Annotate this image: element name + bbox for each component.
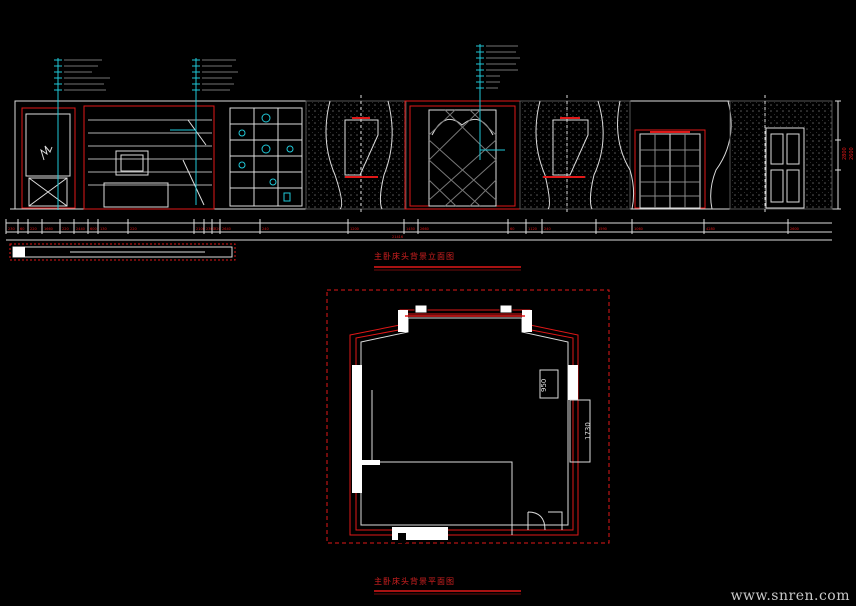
plan-outer-wall — [349, 309, 579, 536]
door-panels — [770, 133, 800, 203]
annotation-text-strokes — [64, 45, 520, 91]
plan-border — [326, 289, 610, 544]
height-dim-label-2: 2600 — [849, 147, 855, 160]
partition-diagonal-2 — [182, 159, 205, 206]
drape-left — [617, 100, 635, 210]
plan-column-right — [568, 365, 578, 400]
left-cabinet-cross — [28, 177, 68, 207]
dimension-label: 1590 — [598, 227, 607, 231]
headboard-frame — [404, 100, 521, 210]
total-dimension: 21416 — [392, 235, 403, 239]
dimension-label: 1120 — [528, 227, 537, 231]
dimension-label: 220 — [62, 227, 69, 231]
elevation-title: 主卧床头背景立面图 — [374, 252, 455, 261]
plan-strip — [9, 243, 236, 261]
french-window-panes — [640, 134, 700, 208]
plan-inner-wall — [360, 317, 569, 526]
tv-cabinet — [103, 182, 169, 208]
dimension-label: 2440 — [76, 227, 85, 231]
dimension-label: 220 — [30, 227, 37, 231]
dimension-label: 1060 — [634, 227, 643, 231]
headboard-lattice-pattern — [428, 109, 497, 207]
plan-dim-1730: 1730 — [584, 422, 592, 440]
headboard-inner-frame — [409, 105, 516, 207]
watermark: www.snren.com — [730, 588, 850, 604]
tv-wall-frame — [83, 105, 215, 210]
display-shelf-grid — [230, 108, 302, 206]
dimension-label: 2600 — [790, 227, 799, 231]
plan-bed-outline — [362, 390, 513, 535]
headboard-lattice — [428, 109, 497, 207]
plan-column-top-right — [522, 310, 532, 332]
plan-cabinet — [539, 369, 559, 399]
wall-lamp-left — [344, 119, 379, 176]
dimension-label: 320 — [214, 227, 221, 231]
plan-strip-column — [13, 247, 25, 257]
left-cabinet-outline — [21, 107, 76, 209]
dimension-label: 1200 — [350, 227, 359, 231]
dimension-label: 600 — [90, 227, 97, 231]
dimension-label: 240 — [262, 227, 269, 231]
tv-wall-panel-lines — [88, 119, 212, 186]
shelf-ornaments — [238, 113, 294, 202]
dimension-label: 2100 — [196, 227, 205, 231]
plan-mid-wall — [355, 313, 574, 531]
annotation-ticks — [54, 45, 484, 91]
tv-screen — [115, 150, 149, 176]
left-cabinet-lattice — [28, 177, 68, 207]
plan-wall-left — [352, 365, 362, 493]
dimension-label: 230 — [8, 227, 15, 231]
title-underlines — [374, 266, 521, 595]
plan-column-top-left — [398, 310, 408, 332]
dimension-label: 2640 — [222, 227, 231, 231]
curtain-fold-right-2 — [589, 100, 604, 210]
dimension-label: 2360 — [206, 227, 215, 231]
door — [765, 127, 805, 209]
display-shelf — [229, 107, 303, 207]
height-dim-label: 2800 — [842, 147, 848, 160]
dimension-label: 2660 — [420, 227, 429, 231]
dimension-label: 220 — [130, 227, 137, 231]
section-markers — [360, 95, 766, 215]
dimension-label: 60 — [510, 227, 514, 231]
wall-lamp-right — [552, 119, 589, 176]
plan-door-swing — [527, 511, 563, 531]
left-cabinet-glass — [25, 113, 71, 177]
floor-plan: 950 1730 — [326, 289, 610, 544]
drape-right — [710, 100, 732, 210]
plan-title: 主卧床头背景平面图 — [374, 577, 455, 586]
tv-screen-inner — [120, 154, 144, 172]
dimension-label: 1450 — [406, 227, 415, 231]
plan-wardrobe — [569, 399, 591, 463]
dimension-label: 1660 — [44, 227, 53, 231]
curtain-fold-right-1 — [535, 100, 550, 210]
dimension-label: 60 — [20, 227, 24, 231]
annotation-leaders — [57, 44, 505, 210]
plan-nightstand — [362, 460, 380, 465]
curtain-fold-left-1 — [325, 100, 343, 210]
vase-decoration — [40, 145, 53, 161]
partition-diagonal — [187, 119, 207, 146]
dimension-chain — [6, 222, 832, 241]
dimension-label: 240 — [544, 227, 551, 231]
dimension-label: 4280 — [706, 227, 715, 231]
curtain-fold-left-2 — [379, 100, 393, 210]
dimension-label: 130 — [100, 227, 107, 231]
height-dimension-lines — [835, 100, 841, 210]
plan-dim-950: 950 — [540, 379, 548, 392]
